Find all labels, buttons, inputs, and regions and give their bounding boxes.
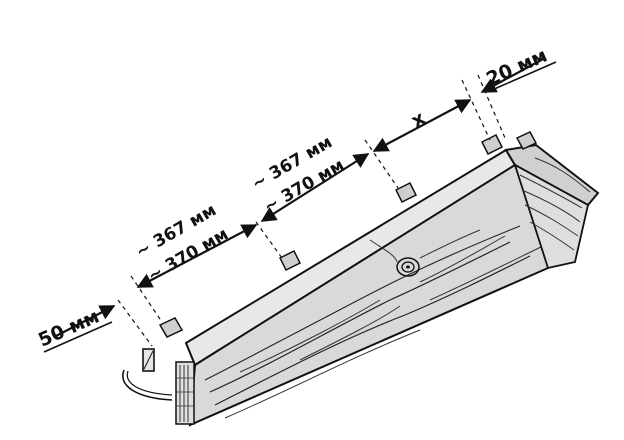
rafter bbox=[175, 148, 590, 427]
rafter-end-grain bbox=[175, 361, 195, 425]
arrow-first-span bbox=[136, 224, 258, 288]
label-eave-overhang: 50 мм bbox=[35, 305, 103, 351]
wood-knot bbox=[369, 229, 481, 277]
label-last-span: x bbox=[408, 107, 430, 132]
batten-2 bbox=[278, 249, 302, 272]
label-ridge-gap: 20 мм bbox=[483, 44, 551, 90]
gutter-bracket bbox=[122, 348, 173, 401]
arrow-ridge-gap bbox=[480, 57, 546, 93]
battens bbox=[158, 131, 538, 338]
eave-label-underline bbox=[43, 321, 113, 353]
ridge-label-underline bbox=[491, 61, 557, 91]
ridge-batten bbox=[515, 131, 538, 150]
batten-1 bbox=[158, 317, 184, 338]
batten-3 bbox=[394, 181, 418, 204]
batten-4 bbox=[480, 133, 504, 156]
arrow-eave-overhang bbox=[53, 305, 116, 338]
dimension-arrows bbox=[53, 57, 546, 338]
arrow-second-span bbox=[260, 153, 370, 222]
arrow-last-span bbox=[372, 99, 472, 152]
